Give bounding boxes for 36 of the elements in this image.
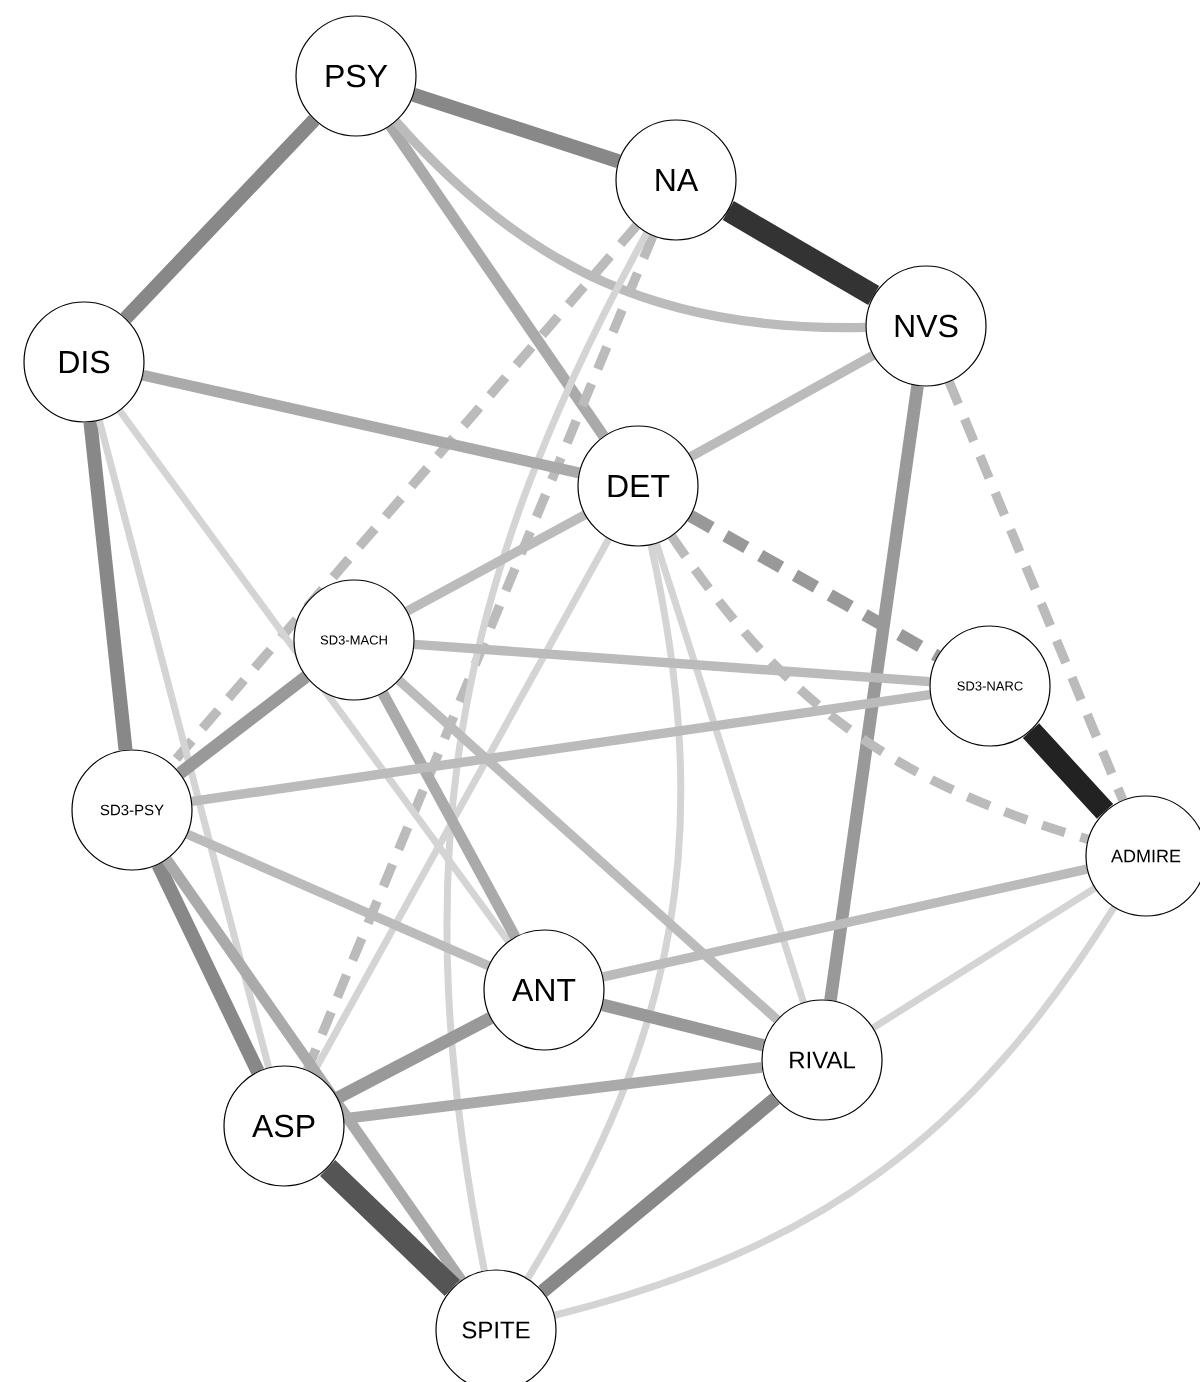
connector-line	[162, 856, 466, 1284]
connector-line	[120, 115, 320, 323]
connector-line	[378, 690, 520, 940]
connector-line	[688, 351, 876, 461]
connector-line	[141, 369, 581, 479]
connector-line	[302, 234, 658, 1072]
connector-line	[538, 1093, 780, 1297]
connector-line	[117, 408, 511, 944]
connector-line	[185, 829, 491, 971]
connector-line	[395, 677, 781, 1024]
connector-line	[411, 88, 621, 168]
connector-line	[392, 118, 866, 333]
connector-line	[83, 421, 133, 751]
connector-line	[722, 201, 880, 305]
connector-line	[176, 671, 310, 779]
connector-line	[601, 998, 765, 1052]
connector-line	[385, 122, 609, 440]
connector-line	[443, 231, 650, 1272]
connector-line	[343, 1061, 763, 1125]
connector-line	[944, 380, 1128, 802]
connector-line	[1022, 723, 1114, 819]
connector-line	[871, 885, 1097, 1031]
connector-line	[653, 542, 807, 1004]
connector-line	[405, 510, 587, 616]
connector-line	[191, 690, 931, 806]
connector-line	[602, 864, 1088, 982]
connector-line	[524, 544, 685, 1281]
connector-line	[151, 861, 265, 1075]
connector-line	[668, 533, 1090, 844]
connector-line	[687, 510, 941, 662]
connector-line	[334, 1012, 494, 1104]
connector-line	[320, 1160, 460, 1296]
connector-line	[95, 419, 273, 1069]
connector-line	[553, 905, 1117, 1319]
connector-line	[414, 639, 930, 687]
connector-line	[824, 385, 924, 1001]
